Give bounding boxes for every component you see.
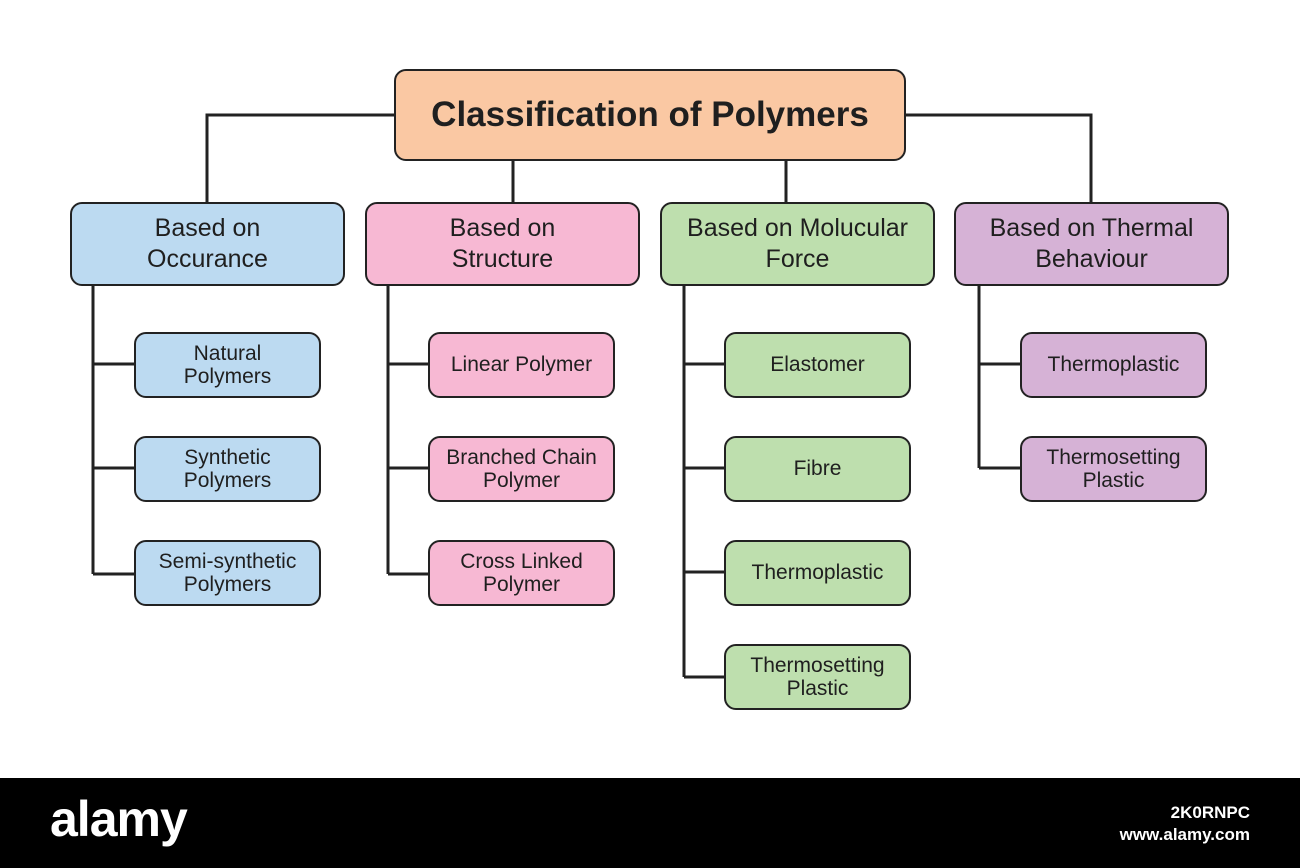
leaf-cross-linked-polymer: Cross Linked Polymer [428,540,615,606]
leaf-branched-chain-polymer: Branched Chain Polymer [428,436,615,502]
leaf-semi-synthetic-polymers: Semi-synthetic Polymers [134,540,321,606]
category-structure: Based on Structure [365,202,640,286]
category-molecular-force: Based on Molucular Force [660,202,935,286]
leaf-synthetic-polymers: Synthetic Polymers [134,436,321,502]
connector-root-occurance [205,113,394,202]
leaf-thermoplastic: Thermoplastic [724,540,911,606]
category-thermal-behaviour: Based on Thermal Behaviour [954,202,1229,286]
connector-root-thermal [906,113,1093,202]
category-occurance: Based on Occurance [70,202,345,286]
footer-image-id: 2K0RNPC [1170,803,1250,822]
footer-bar: alamy 2K0RNPC www.alamy.com [0,778,1300,868]
diagram-title: Classification of Polymers [394,69,906,161]
leaf-elastomer: Elastomer [724,332,911,398]
footer-site: www.alamy.com [1119,825,1250,845]
leaf-linear-polymer: Linear Polymer [428,332,615,398]
leaf-thermoplastic-thermal: Thermoplastic [1020,332,1207,398]
leaf-fibre: Fibre [724,436,911,502]
footer-image-info: 2K0RNPC www.alamy.com [1120,802,1250,846]
leaf-thermosetting-plastic-thermal: Thermosetting Plastic [1020,436,1207,502]
leaf-thermosetting-plastic: Thermosetting Plastic [724,644,911,710]
footer-logo: alamy [50,791,188,847]
leaf-natural-polymers: Natural Polymers [134,332,321,398]
